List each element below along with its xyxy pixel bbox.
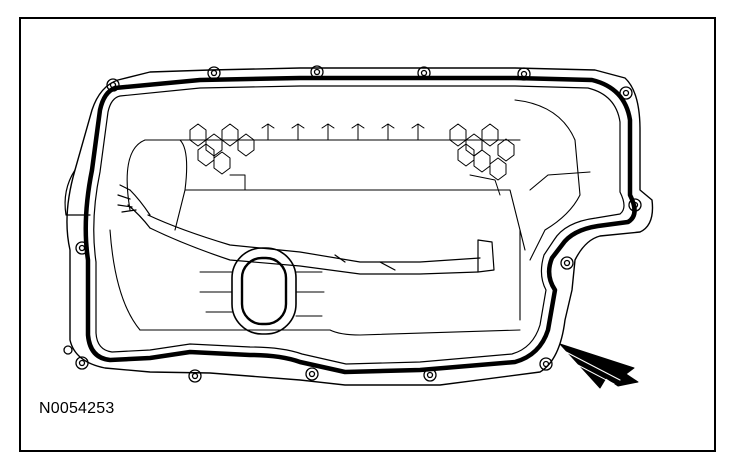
gasket-outer [83,75,637,375]
figure-id-label: N0054253 [39,400,115,417]
interior-walls [109,99,591,336]
gasket-inner [93,85,625,365]
oil-pickup-oval [199,247,325,335]
side-boss [64,169,91,216]
bolt-bosses [63,65,642,383]
pointer-arrow [559,343,639,389]
wiring-harness [117,184,495,275]
housing-outline [66,67,654,386]
honeycomb-ribs [189,123,515,196]
